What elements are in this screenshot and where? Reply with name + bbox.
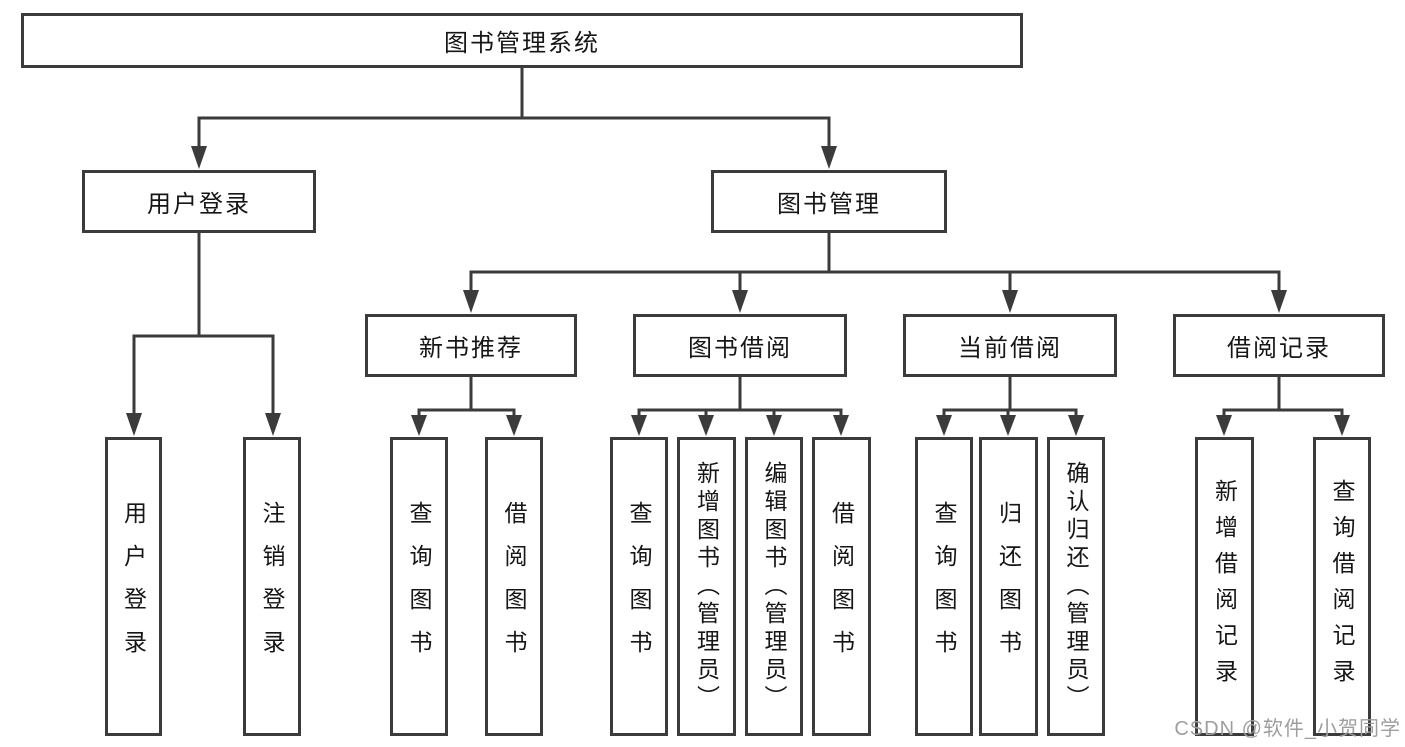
leaf-borrow-books: 借阅图书 xyxy=(812,437,871,736)
leaf-add-book-admin: 新增图书（管理员） xyxy=(677,437,736,736)
leaf-return-book: 归还图书 xyxy=(979,437,1038,736)
node-user-login: 用户登录 xyxy=(82,170,316,233)
leaf-query-books-recommend: 查询图书 xyxy=(390,437,448,736)
leaf-confirm-return-admin: 确认归还（管理员） xyxy=(1047,437,1105,736)
leaf-query-books-borrow: 查询图书 xyxy=(610,437,668,736)
node-library-system: 图书管理系统 xyxy=(21,13,1023,68)
leaf-user-login: 用户登录 xyxy=(105,437,162,736)
leaf-edit-book-admin: 编辑图书（管理员） xyxy=(745,437,803,736)
node-book-management: 图书管理 xyxy=(711,170,947,233)
leaf-logout: 注销登录 xyxy=(243,437,301,736)
leaf-add-borrow-record: 新增借阅记录 xyxy=(1195,437,1254,736)
node-borrow-records: 借阅记录 xyxy=(1173,314,1385,377)
leaf-query-borrow-record: 查询借阅记录 xyxy=(1313,437,1371,736)
node-book-borrow: 图书借阅 xyxy=(633,314,847,377)
leaf-query-books-current: 查询图书 xyxy=(915,437,973,736)
node-new-book-recommend: 新书推荐 xyxy=(365,314,577,377)
watermark: CSDN @软件_小贺同学 xyxy=(1174,718,1401,740)
leaf-borrow-books-recommend: 借阅图书 xyxy=(485,437,543,736)
node-current-borrow: 当前借阅 xyxy=(903,314,1117,377)
